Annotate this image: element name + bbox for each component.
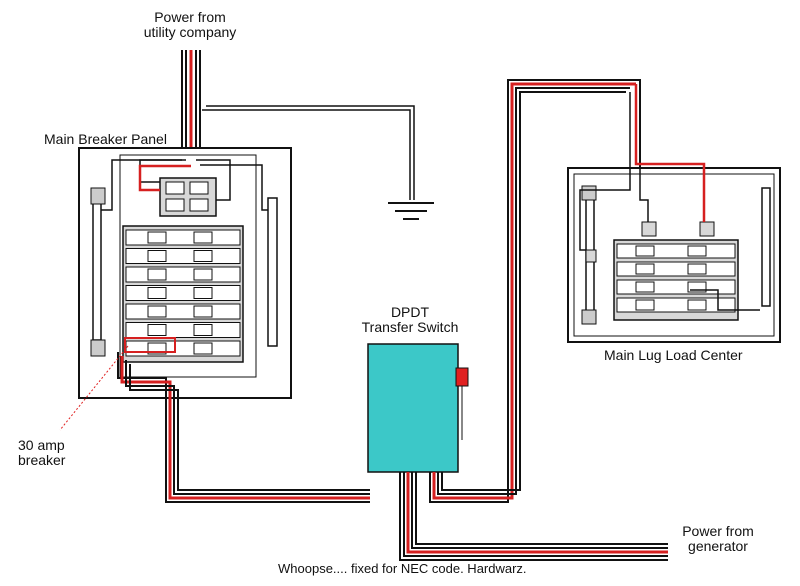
loadcenter-internal-wires bbox=[579, 84, 760, 311]
breaker-handle bbox=[635, 281, 655, 293]
breaker-handle bbox=[147, 231, 167, 244]
generator-power-label-line1: Power from bbox=[682, 523, 754, 539]
breaker-handle bbox=[193, 305, 213, 318]
breaker-handle bbox=[687, 245, 707, 257]
breaker-slot bbox=[125, 266, 241, 283]
generator-power-label-line2: generator bbox=[688, 538, 748, 554]
breaker-slot bbox=[616, 243, 736, 259]
utility-power-label-line2: utility company bbox=[143, 24, 237, 40]
ground-symbol bbox=[388, 202, 434, 220]
panel-internal-wires bbox=[101, 159, 268, 211]
breaker-handle bbox=[193, 250, 213, 262]
breaker-slot bbox=[125, 248, 241, 264]
breaker-slot bbox=[125, 322, 241, 338]
breaker-handle bbox=[147, 305, 167, 318]
ground-wire bbox=[202, 105, 415, 200]
generator-cable bbox=[399, 472, 668, 561]
breaker-handle bbox=[193, 231, 213, 244]
breaker-slot bbox=[616, 261, 736, 277]
breaker-slot bbox=[125, 340, 241, 357]
generator-power-label: Power from generator bbox=[668, 524, 768, 554]
main-lug-load-center bbox=[567, 167, 781, 343]
breaker-handle bbox=[635, 263, 655, 275]
breaker-handle bbox=[147, 342, 167, 355]
main-breaker-panel bbox=[78, 147, 292, 399]
breaker-handle bbox=[193, 287, 213, 299]
switch-to-loadcenter-cable bbox=[429, 79, 641, 503]
amp-breaker-label-line2: breaker bbox=[18, 452, 66, 468]
amp-breaker-label-line1: 30 amp bbox=[18, 437, 65, 453]
breaker-handle bbox=[147, 268, 167, 281]
breaker-slot bbox=[125, 303, 241, 320]
breaker-handle bbox=[687, 263, 707, 275]
breaker-handle bbox=[687, 299, 707, 311]
breaker-handle bbox=[193, 268, 213, 281]
breaker-handle bbox=[147, 287, 167, 299]
main-breaker-panel-label: Main Breaker Panel bbox=[44, 131, 167, 147]
utility-feed-cable bbox=[181, 50, 201, 185]
breaker-handle bbox=[147, 324, 167, 336]
utility-power-label: Power from utility company bbox=[130, 10, 250, 40]
breaker-slot bbox=[125, 229, 241, 246]
footer-note: Whoopse.... fixed for NEC code. Hardwarz… bbox=[278, 561, 527, 576]
transfer-switch bbox=[367, 343, 469, 473]
breaker-handle bbox=[687, 281, 707, 293]
breaker-handle bbox=[193, 324, 213, 336]
breaker-slot bbox=[125, 285, 241, 301]
breaker-handle bbox=[193, 342, 213, 355]
amp-breaker-label: 30 amp breaker bbox=[18, 438, 65, 468]
breaker-handle bbox=[147, 250, 167, 262]
utility-power-label-line1: Power from bbox=[154, 9, 226, 25]
dpdt-label-line2: Transfer Switch bbox=[361, 319, 459, 335]
breaker-handle bbox=[635, 245, 655, 257]
breaker-handle bbox=[635, 299, 655, 311]
dpdt-label-line1: DPDT bbox=[390, 304, 430, 320]
panel-to-switch-cable bbox=[117, 352, 370, 503]
main-lug-load-center-label: Main Lug Load Center bbox=[604, 347, 743, 363]
dpdt-label: DPDT Transfer Switch bbox=[345, 305, 475, 335]
